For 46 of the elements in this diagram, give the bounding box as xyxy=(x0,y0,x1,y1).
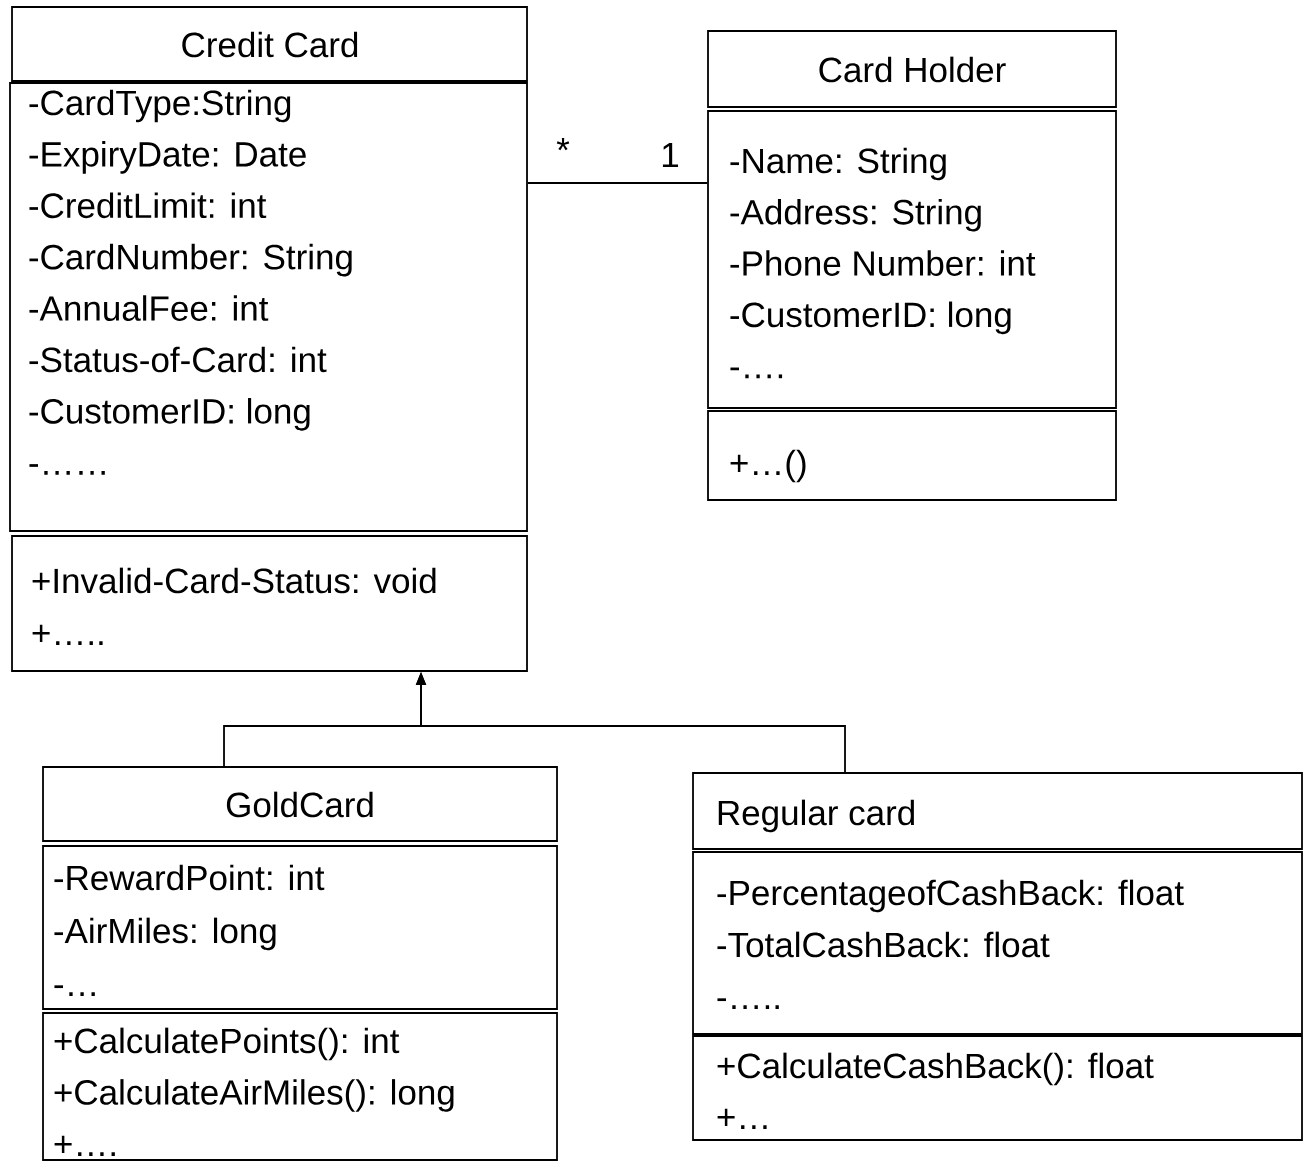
attributes-compartment xyxy=(42,845,558,1010)
attributes-compartment xyxy=(707,110,1117,409)
attribute-text: -CreditLimit: int xyxy=(29,192,267,219)
methods-compartment xyxy=(11,535,528,672)
method-text: +CalculateCashBack(): float xyxy=(717,1052,1154,1086)
attribute-text: -CustomerID: long xyxy=(29,398,310,431)
attribute-text: -Name: String xyxy=(730,147,946,181)
multiplicity-label: 1 xyxy=(662,142,679,168)
class-name-box xyxy=(42,766,558,842)
attribute-text: -AirMiles: long xyxy=(54,917,276,951)
class-name: Credit Card xyxy=(182,31,358,58)
attribute-text: -CustomerID: long xyxy=(730,301,1011,335)
attribute-text: -CardNumber: String xyxy=(29,243,352,277)
attribute-text: -Phone Number: int xyxy=(730,250,1036,276)
method-text: +CalculatePoints(): int xyxy=(54,1027,400,1061)
method-text: +… xyxy=(717,1108,767,1129)
attribute-text: -…. xyxy=(730,367,783,379)
attribute-text: -RewardPoint: int xyxy=(54,864,325,891)
method-text: +…. xyxy=(54,1135,115,1156)
attribute-text: -AnnualFee: int xyxy=(29,295,269,321)
methods-compartment xyxy=(692,1035,1303,1141)
method-text: +…() xyxy=(730,449,806,483)
attribute-text: -ExpiryDate: Date xyxy=(29,141,306,174)
class-name: GoldCard xyxy=(226,791,373,818)
methods-compartment xyxy=(42,1012,558,1161)
attribute-text: -TotalCashBack: float xyxy=(717,931,1050,958)
attribute-text: -….. xyxy=(717,998,779,1009)
method-text: +CalculateAirMiles(): long xyxy=(54,1079,454,1112)
class-name-box xyxy=(707,30,1117,108)
class-name: Regular card xyxy=(718,799,914,833)
method-text: +Invalid-Card-Status: void xyxy=(32,567,436,594)
attribute-text: -Address: String xyxy=(730,198,981,232)
attribute-text: -PercentageofCashBack: float xyxy=(717,879,1184,913)
attribute-text: -Status-of-Card: int xyxy=(29,346,327,373)
association-line xyxy=(527,182,708,184)
multiplicity-label: * xyxy=(556,137,570,151)
method-text: +….. xyxy=(32,624,103,645)
attributes-compartment xyxy=(692,851,1303,1035)
class-name-box xyxy=(692,772,1303,850)
attribute-text: -… xyxy=(54,985,95,996)
attribute-text: -CardType:String xyxy=(29,89,291,123)
class-name-box xyxy=(11,6,528,82)
methods-compartment xyxy=(707,410,1117,501)
attributes-compartment xyxy=(9,82,528,532)
class-name: Card Holder xyxy=(819,56,1006,83)
attribute-text: -…… xyxy=(29,464,105,475)
